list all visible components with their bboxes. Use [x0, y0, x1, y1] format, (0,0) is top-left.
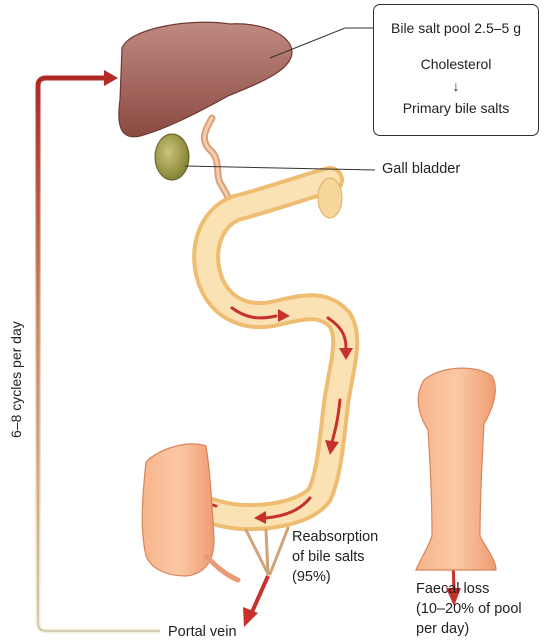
bile-salt-pool-box: Bile salt pool 2.5–5 g Cholesterol ↓ Pri… — [373, 4, 539, 136]
cycle-arrowhead — [104, 70, 118, 86]
portal-vein-branches — [246, 528, 288, 574]
gall-bladder-label: Gall bladder — [382, 160, 460, 178]
gall-bladder — [155, 134, 189, 180]
primary-bile-salts-label: Primary bile salts — [374, 99, 538, 117]
faecal-loss-label-2: (10–20% of pool — [416, 600, 522, 618]
reabsorption-label-1: Reabsorption — [292, 528, 378, 546]
colon-descending — [416, 368, 496, 570]
colon-ascending — [142, 444, 214, 576]
down-arrow: ↓ — [374, 77, 538, 95]
pool-label: Bile salt pool 2.5–5 g — [374, 19, 538, 37]
cycle-loop-line — [38, 78, 160, 631]
portal-vein-arrow — [252, 576, 268, 612]
cholesterol-label: Cholesterol — [374, 55, 538, 73]
reabsorption-label-3: (95%) — [292, 568, 331, 586]
reabsorption-label-2: of bile salts — [292, 548, 365, 566]
liver — [119, 22, 292, 136]
portal-vein-label: Portal vein — [168, 623, 237, 641]
cycles-per-day-label: 6–8 cycles per day — [8, 321, 24, 438]
faecal-loss-label-3: per day) — [416, 620, 469, 638]
faecal-loss-label-1: Faecal loss — [416, 580, 489, 598]
